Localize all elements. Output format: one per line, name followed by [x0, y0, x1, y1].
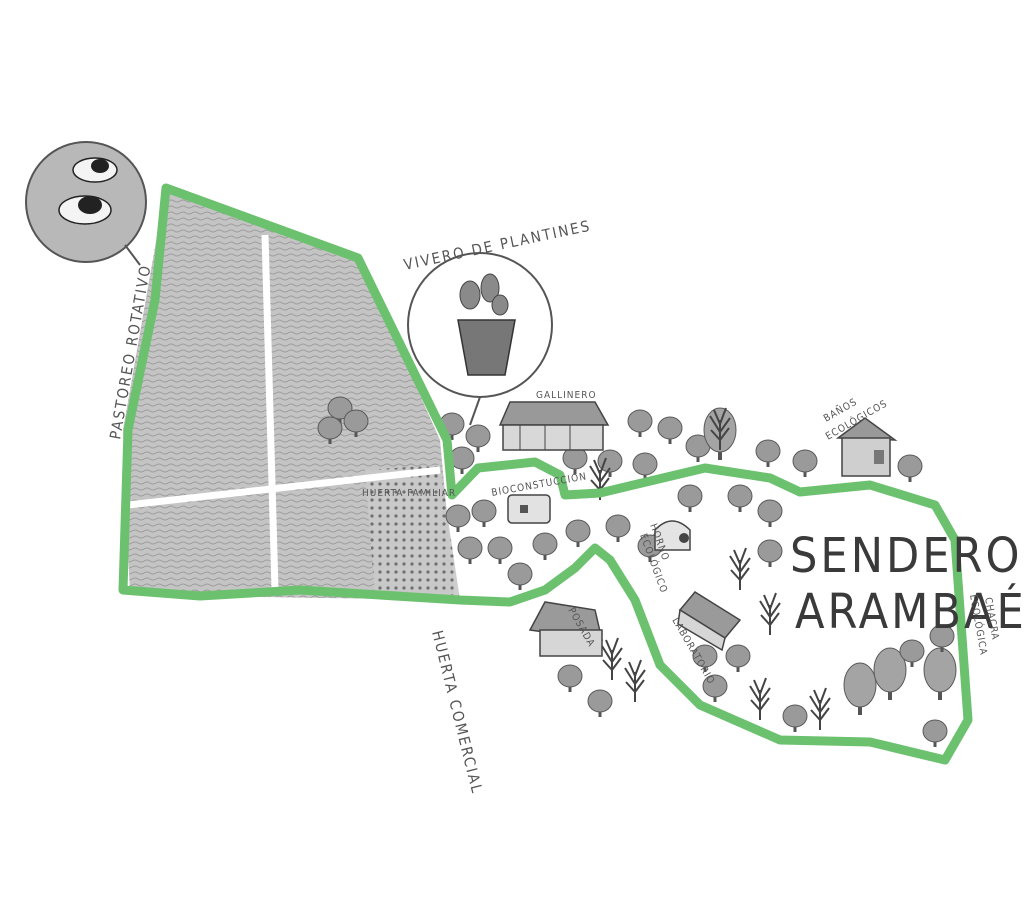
laboratorio-building — [677, 591, 742, 652]
label-huerta-familiar: HUERTA FAMILIAR — [362, 488, 456, 499]
posada-building — [528, 601, 603, 657]
label-gallinero: GALLINERO — [536, 390, 597, 401]
banos-building — [835, 417, 898, 477]
label-sendero-2: ARAMBAÉ — [795, 583, 1024, 640]
bioconstruccion-building — [507, 494, 551, 524]
pasture-fields — [123, 190, 460, 600]
label-huerta-comercial: HUERTA COMERCIAL — [428, 629, 486, 797]
cow-icon — [25, 141, 147, 266]
potted-plant-icon — [407, 252, 553, 426]
property-boundary — [118, 183, 973, 765]
horno-building — [654, 520, 691, 551]
label-sendero-1: SENDERO — [790, 528, 1023, 584]
gallinero-building — [498, 401, 610, 451]
